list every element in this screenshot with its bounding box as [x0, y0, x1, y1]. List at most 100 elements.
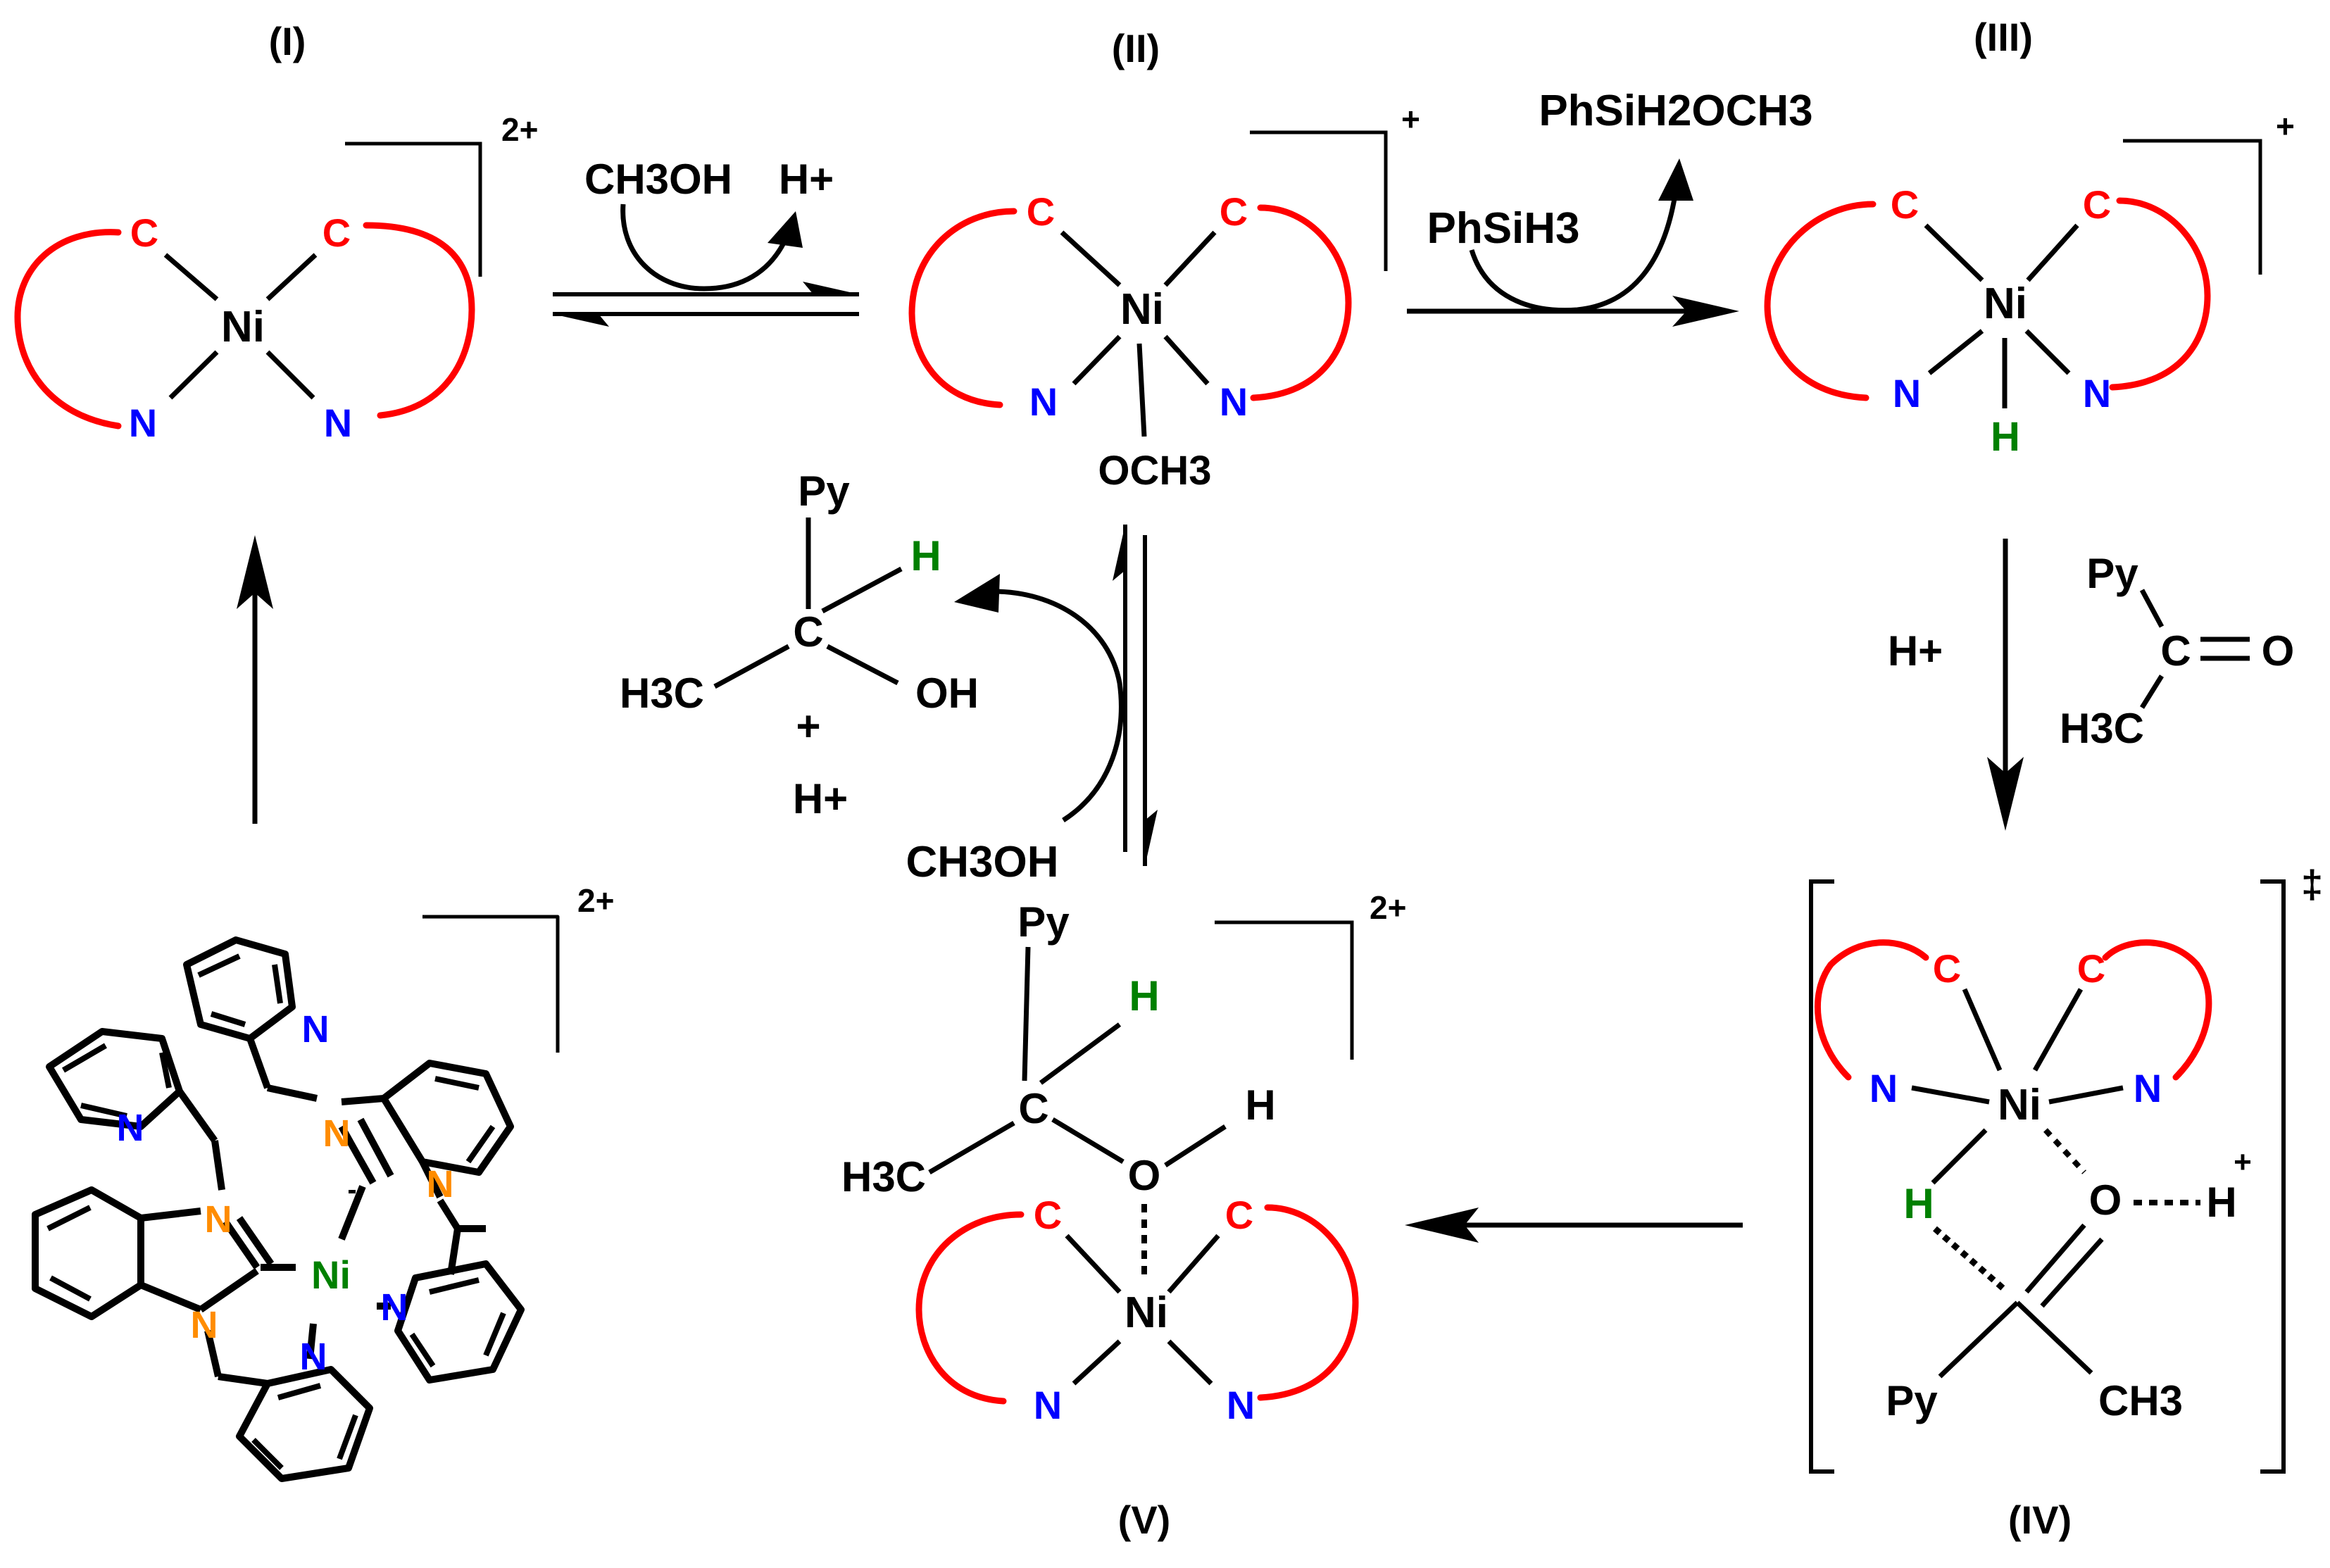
- methyl-label: H3C: [620, 670, 704, 717]
- plus-sign: +: [796, 703, 820, 750]
- hydroxyl-label: OH: [915, 670, 979, 717]
- bond: [265, 350, 315, 400]
- carbon-atom: C: [1034, 1193, 1062, 1237]
- proton-label: H+: [793, 775, 848, 822]
- oxygen-atom: O: [2262, 627, 2295, 675]
- nhc-nitrogen-atom: N: [205, 1198, 232, 1241]
- bond: [2032, 988, 2084, 1072]
- nitrogen-atom: N: [324, 401, 352, 445]
- dashed-bond: [2043, 1128, 2086, 1174]
- bond: [2024, 329, 2071, 375]
- carbon-atom: C: [2160, 627, 2191, 675]
- chelate-arc-left: [1764, 201, 1877, 401]
- species-V-label: (V): [1118, 1498, 1171, 1542]
- carbon-atom: C: [793, 608, 823, 656]
- nitrogen-atom: N: [300, 1336, 327, 1378]
- py-label: Py: [798, 468, 850, 515]
- charge-label: ‡: [2301, 862, 2323, 906]
- hydrogen-atom: H: [1129, 972, 1159, 1020]
- ts-bracket-right: [2260, 879, 2286, 1474]
- carbon-atom: C: [1933, 946, 1961, 991]
- bond: [2024, 1223, 2086, 1294]
- chelate-arc-right: [363, 222, 475, 419]
- chelate-arc-right: [2102, 939, 2212, 1081]
- bond: [1163, 334, 1210, 386]
- nitrogen-atom: N: [2134, 1066, 2162, 1110]
- chelate-arc-right: [1250, 204, 1352, 401]
- chelate-arc-left: [25, 98, 118, 232]
- proton-atom: H: [2206, 1179, 2236, 1226]
- nitrogen-atom: N: [1893, 371, 1921, 415]
- hydroxyl-h-atom: H: [1245, 1081, 1275, 1129]
- arrow-iii-iv: H+: [1888, 539, 2024, 831]
- bond: [1924, 223, 1984, 282]
- py-label: Py: [2086, 550, 2138, 597]
- metal-atom: Ni: [1984, 280, 2027, 328]
- carbon-atom: C: [1225, 1193, 1253, 1237]
- bond: [1136, 343, 1147, 437]
- metal-atom: Ni: [221, 303, 265, 351]
- species-V: 2+ Py H C H3C O H C C Ni N N (V): [841, 889, 1406, 1542]
- nitrogen-atom: N: [1034, 1383, 1062, 1427]
- species-IV-label: (IV): [2008, 1498, 2072, 1542]
- ts-bracket-left: [1809, 879, 1834, 1474]
- bond: [1072, 1339, 1122, 1386]
- metal-atom: Ni: [1120, 285, 1164, 334]
- charge-bracket: [2123, 139, 2262, 275]
- bond: [1060, 230, 1122, 287]
- precatalyst: [32, 915, 560, 1482]
- hydride-atom: H: [1991, 414, 2020, 460]
- product-label: PhSiH2OCH3: [1539, 87, 1812, 135]
- precatalyst-labels: 2+ N N N N N N Ni N N: [117, 882, 615, 1378]
- carbon-atom: C: [1018, 1085, 1048, 1132]
- nhc-nitrogen-atom: N: [191, 1304, 218, 1346]
- arrow-iv-v: [1405, 1208, 1743, 1243]
- nitrogen-atom: N: [117, 1107, 144, 1149]
- chelate-arc-left: [1815, 939, 1929, 1081]
- reagent-label: PhSiH3: [1427, 204, 1579, 253]
- equilibrium-arrow-i-ii: CH3OH H+: [553, 156, 859, 327]
- py-label: Py: [1886, 1377, 1938, 1424]
- nitrogen-atom: N: [1029, 380, 1058, 424]
- carbon-atom: C: [2077, 946, 2105, 991]
- species-IV: ‡ C C Ni N N H O H + Py CH3 (IV): [1809, 862, 2323, 1542]
- charge-label: 2+: [1370, 889, 1406, 926]
- chelate-arc-right: [2109, 197, 2211, 391]
- bond: [1938, 1300, 2019, 1379]
- dashed-bond: [1933, 1226, 2005, 1291]
- charge-bracket: [345, 142, 482, 277]
- metal-atom: Ni: [1125, 1288, 1168, 1337]
- reagent-label: CH3OH: [584, 156, 732, 203]
- product-label: H+: [779, 156, 834, 203]
- equilibrium-arrow-v-ii: CH3OH: [906, 525, 1158, 886]
- carbon-atom: C: [2083, 182, 2111, 227]
- methoxide-ligand: OCH3: [1098, 448, 1211, 494]
- chelate-arc-left: [915, 1211, 1025, 1405]
- charge-bracket: [1215, 920, 1354, 1060]
- oxygen-atom: O: [1128, 1152, 1161, 1199]
- bond: [1931, 1128, 1988, 1185]
- carbon-atom: C: [1027, 189, 1055, 234]
- bond: [1911, 1085, 1990, 1105]
- bond: [2026, 223, 2079, 282]
- carbon-atom: C: [1891, 182, 1919, 227]
- species-III: (III) + C C Ni N N H: [1764, 15, 2295, 460]
- chelate-arc-right: [1257, 1204, 1359, 1401]
- nitrogen-atom: N: [1220, 380, 1248, 424]
- nitrogen-atom: N: [302, 1008, 330, 1050]
- methyl-label: CH3: [2098, 1377, 2183, 1424]
- charge-bracket: [1250, 130, 1388, 271]
- reagent-label: H+: [1888, 627, 1943, 675]
- charge-bracket: [422, 915, 560, 1053]
- nhc-nitrogen-atom: N: [427, 1163, 454, 1205]
- arrow-precat-i: [237, 535, 273, 824]
- bond: [1163, 230, 1217, 287]
- carbon-atom: C: [1220, 189, 1248, 234]
- bond: [265, 253, 318, 301]
- bond: [1167, 1234, 1220, 1294]
- metal-atom: Ni: [311, 1253, 351, 1297]
- nitrogen-atom: N: [129, 401, 157, 445]
- bond: [2048, 1085, 2124, 1105]
- charge-label: 2+: [501, 111, 538, 148]
